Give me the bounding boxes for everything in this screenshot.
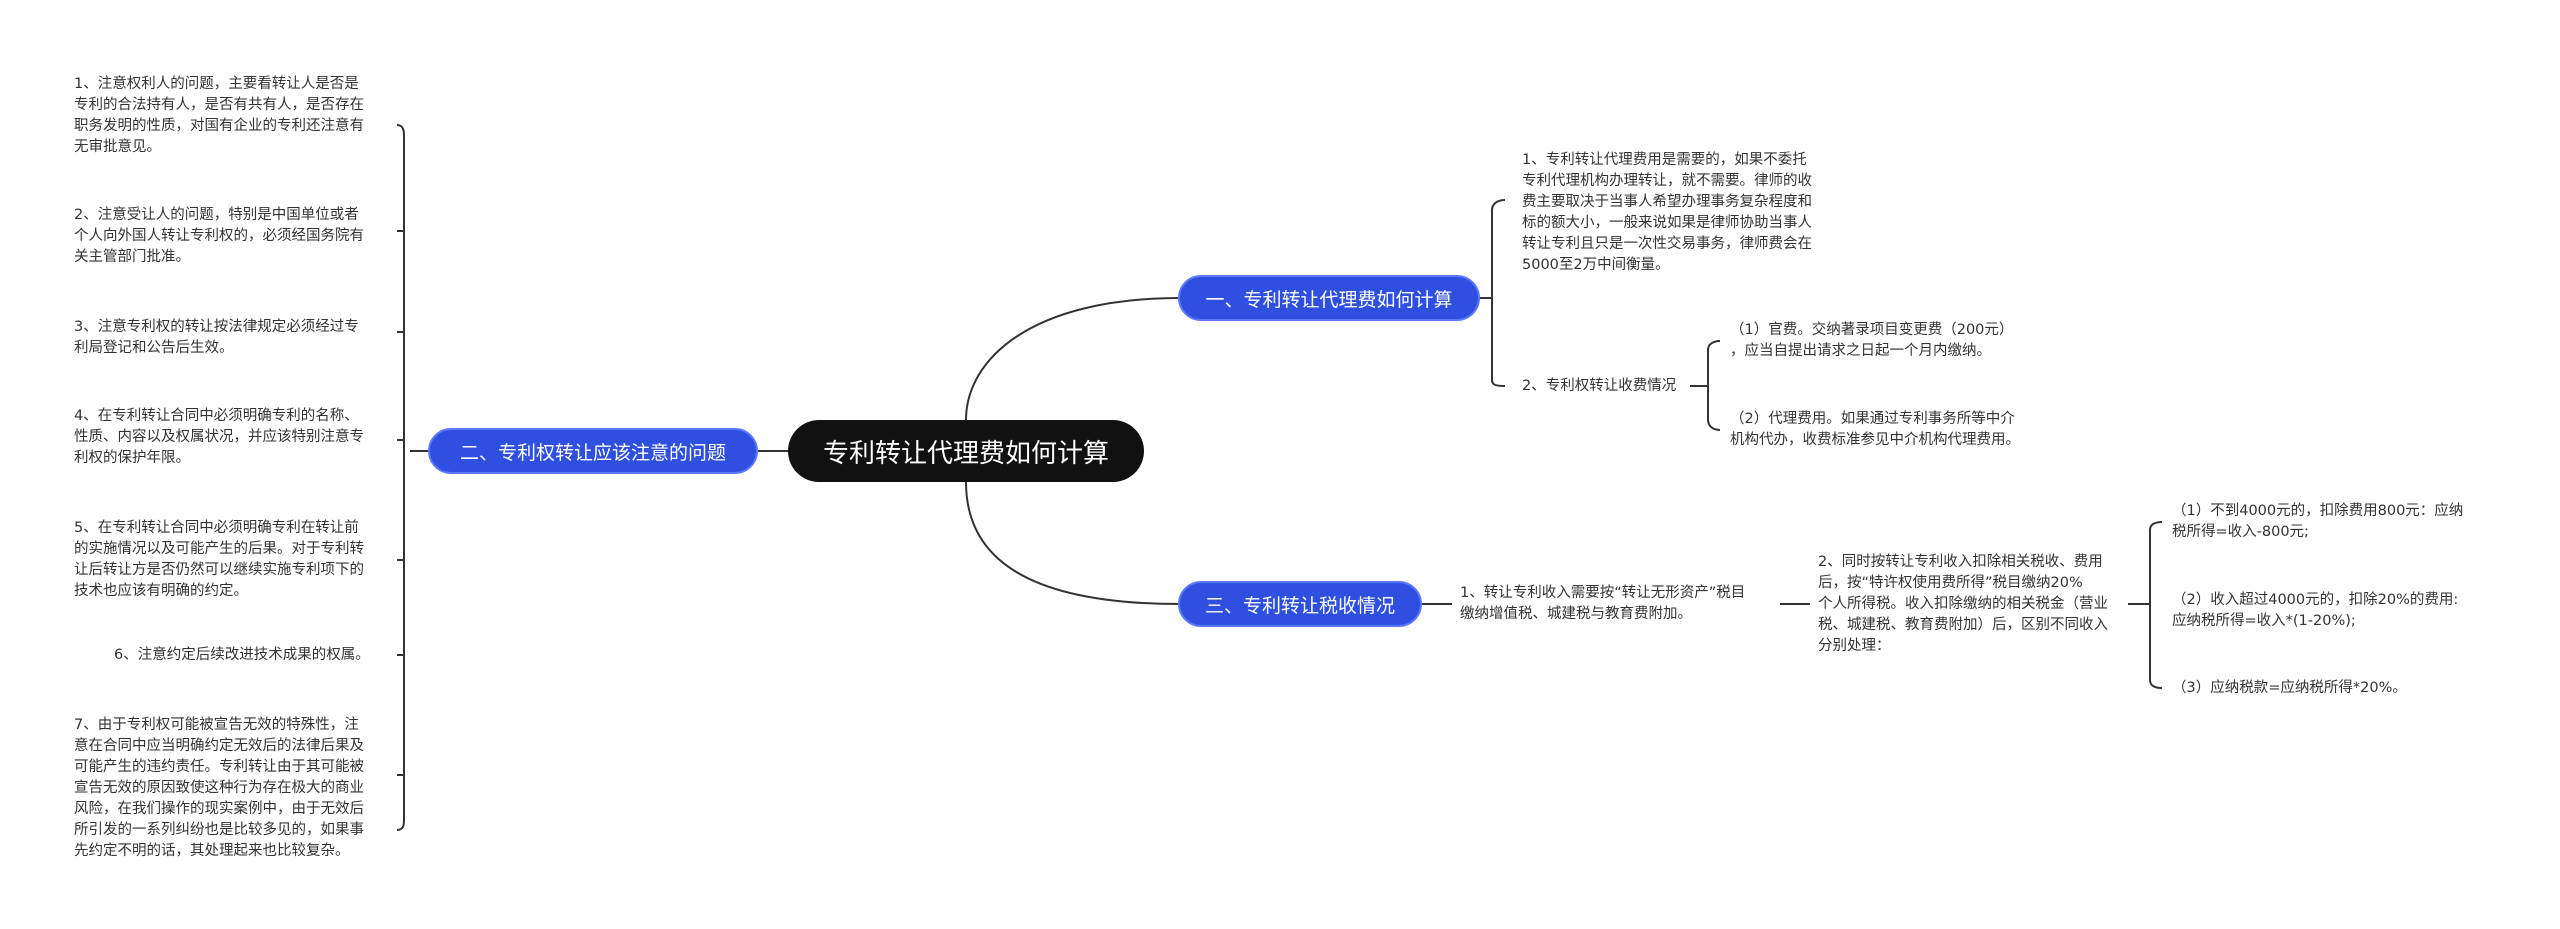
connector-b1-bracket: [1480, 199, 1506, 387]
b3-item-income-tax: 2、同时按转让专利收入扣除相关税收、费用 后，按“特许权使用费所得”税目缴纳20…: [1818, 554, 2108, 654]
b2-item-7: 7、由于专利权可能被宣告无效的特殊性，注 意在合同中应当明确约定无效后的法律后果…: [74, 717, 364, 859]
connector-b3-sub-bracket: [2128, 521, 2163, 689]
b2-item-3: 3、注意专利权的转让按法律规定必须经过专 利局登记和公告后生效。: [74, 319, 359, 356]
branch-agency-fee[interactable]: 一、专利转让代理费如何计算: [1178, 275, 1480, 321]
b2-item-6: 6、注意约定后续改进技术成果的权属。: [114, 647, 370, 663]
b2-item-4: 4、在专利转让合同中必须明确专利的名称、 性质、内容以及权属状况，并应该特别注意…: [74, 408, 364, 466]
root-topic[interactable]: 专利转让代理费如何计算: [788, 420, 1144, 482]
connector-root-b3: [965, 481, 1181, 605]
connector-b2-bracket: [396, 124, 430, 831]
branch-tax[interactable]: 三、专利转让税收情况: [1178, 581, 1422, 627]
b1-sub-agency-fee: （2）代理费用。如果通过专利事务所等中介 机构代办，收费标准参见中介机构代理费用…: [1730, 411, 2020, 448]
b1-sub-official-fee: （1）官费。交纳著录项目变更费（200元） ，应当自提出请求之日起一个月内缴纳。: [1730, 322, 2014, 359]
b3-sub-over-4000: （2）收入超过4000元的，扣除20%的费用: 应纳税所得=收入*(1-20%)…: [2172, 592, 2459, 629]
b3-sub-tax-payable: （3）应纳税款=应纳税所得*20%。: [2172, 680, 2407, 696]
b3-item-vat: 1、转让专利收入需要按“转让无形资产”税目 缴纳增值税、城建税与教育费附加。: [1460, 585, 1746, 622]
b2-item-1: 1、注意权利人的问题，主要看转让人是否是 专利的合法持有人，是否有共有人，是否存…: [74, 76, 364, 155]
connector-b1-sub-bracket: [1690, 340, 1721, 431]
b1-item-agency-fee-explanation: 1、专利转让代理费用是需要的，如果不委托 专利代理机构办理转让，就不需要。律师的…: [1522, 152, 1812, 273]
b3-sub-under-4000: （1）不到4000元的，扣除费用800元：应纳 税所得=收入-800元;: [2172, 503, 2464, 540]
b2-item-5: 5、在专利转让合同中必须明确专利在转让前 的实施情况以及可能产生的后果。对于专利…: [74, 520, 364, 599]
connector-root-b1: [965, 297, 1181, 421]
branch-transfer-notes[interactable]: 二、专利权转让应该注意的问题: [428, 428, 758, 474]
b1-item-fee-situation: 2、专利权转让收费情况: [1522, 378, 1677, 394]
b2-item-2: 2、注意受让人的问题，特别是中国单位或者 个人向外国人转让专利权的，必须经国务院…: [74, 207, 364, 265]
